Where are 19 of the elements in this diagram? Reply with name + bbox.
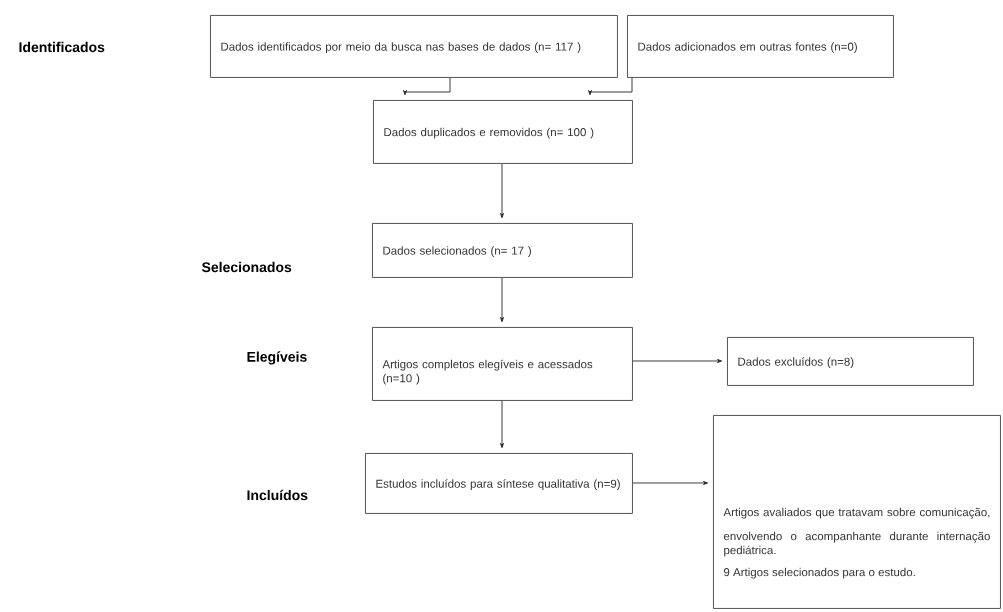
stage-label: Elegíveis — [247, 351, 307, 365]
process-box: Artigos avaliados que tratavam sobre comunicação, envolvendo o acompanhante durante internação pediátrica. 9 Artigos selecionados para o estudo. — [713, 415, 1001, 609]
process-box: Dados selecionados (n= 17 ) — [372, 223, 633, 278]
process-box: Dados excluídos (n=8) — [727, 337, 974, 386]
stage-label: Incluídos — [247, 489, 308, 501]
arrow — [632, 481, 709, 485]
arrow — [403, 77, 451, 96]
process-box: Dados adicionados em outras fontes (n=0) — [627, 15, 894, 78]
process-box: Dados duplicados e removidos (n= 100 ) — [373, 100, 633, 164]
stage-label: Identificados — [19, 41, 105, 53]
stage-label: Selecionados — [201, 261, 292, 273]
arrow — [500, 163, 504, 219]
arrow — [500, 277, 504, 323]
process-box: Dados identificados por meio da busca nas bases de dados (n= 117 ) — [210, 15, 618, 78]
process-box: Estudos incluídos para síntese qualitativa (n=9) — [365, 453, 633, 514]
process-box: Artigos completos elegíveis e acessados (n=10 ) — [372, 327, 633, 401]
arrow — [500, 400, 504, 449]
arrow — [632, 359, 723, 363]
arrow — [588, 77, 633, 96]
